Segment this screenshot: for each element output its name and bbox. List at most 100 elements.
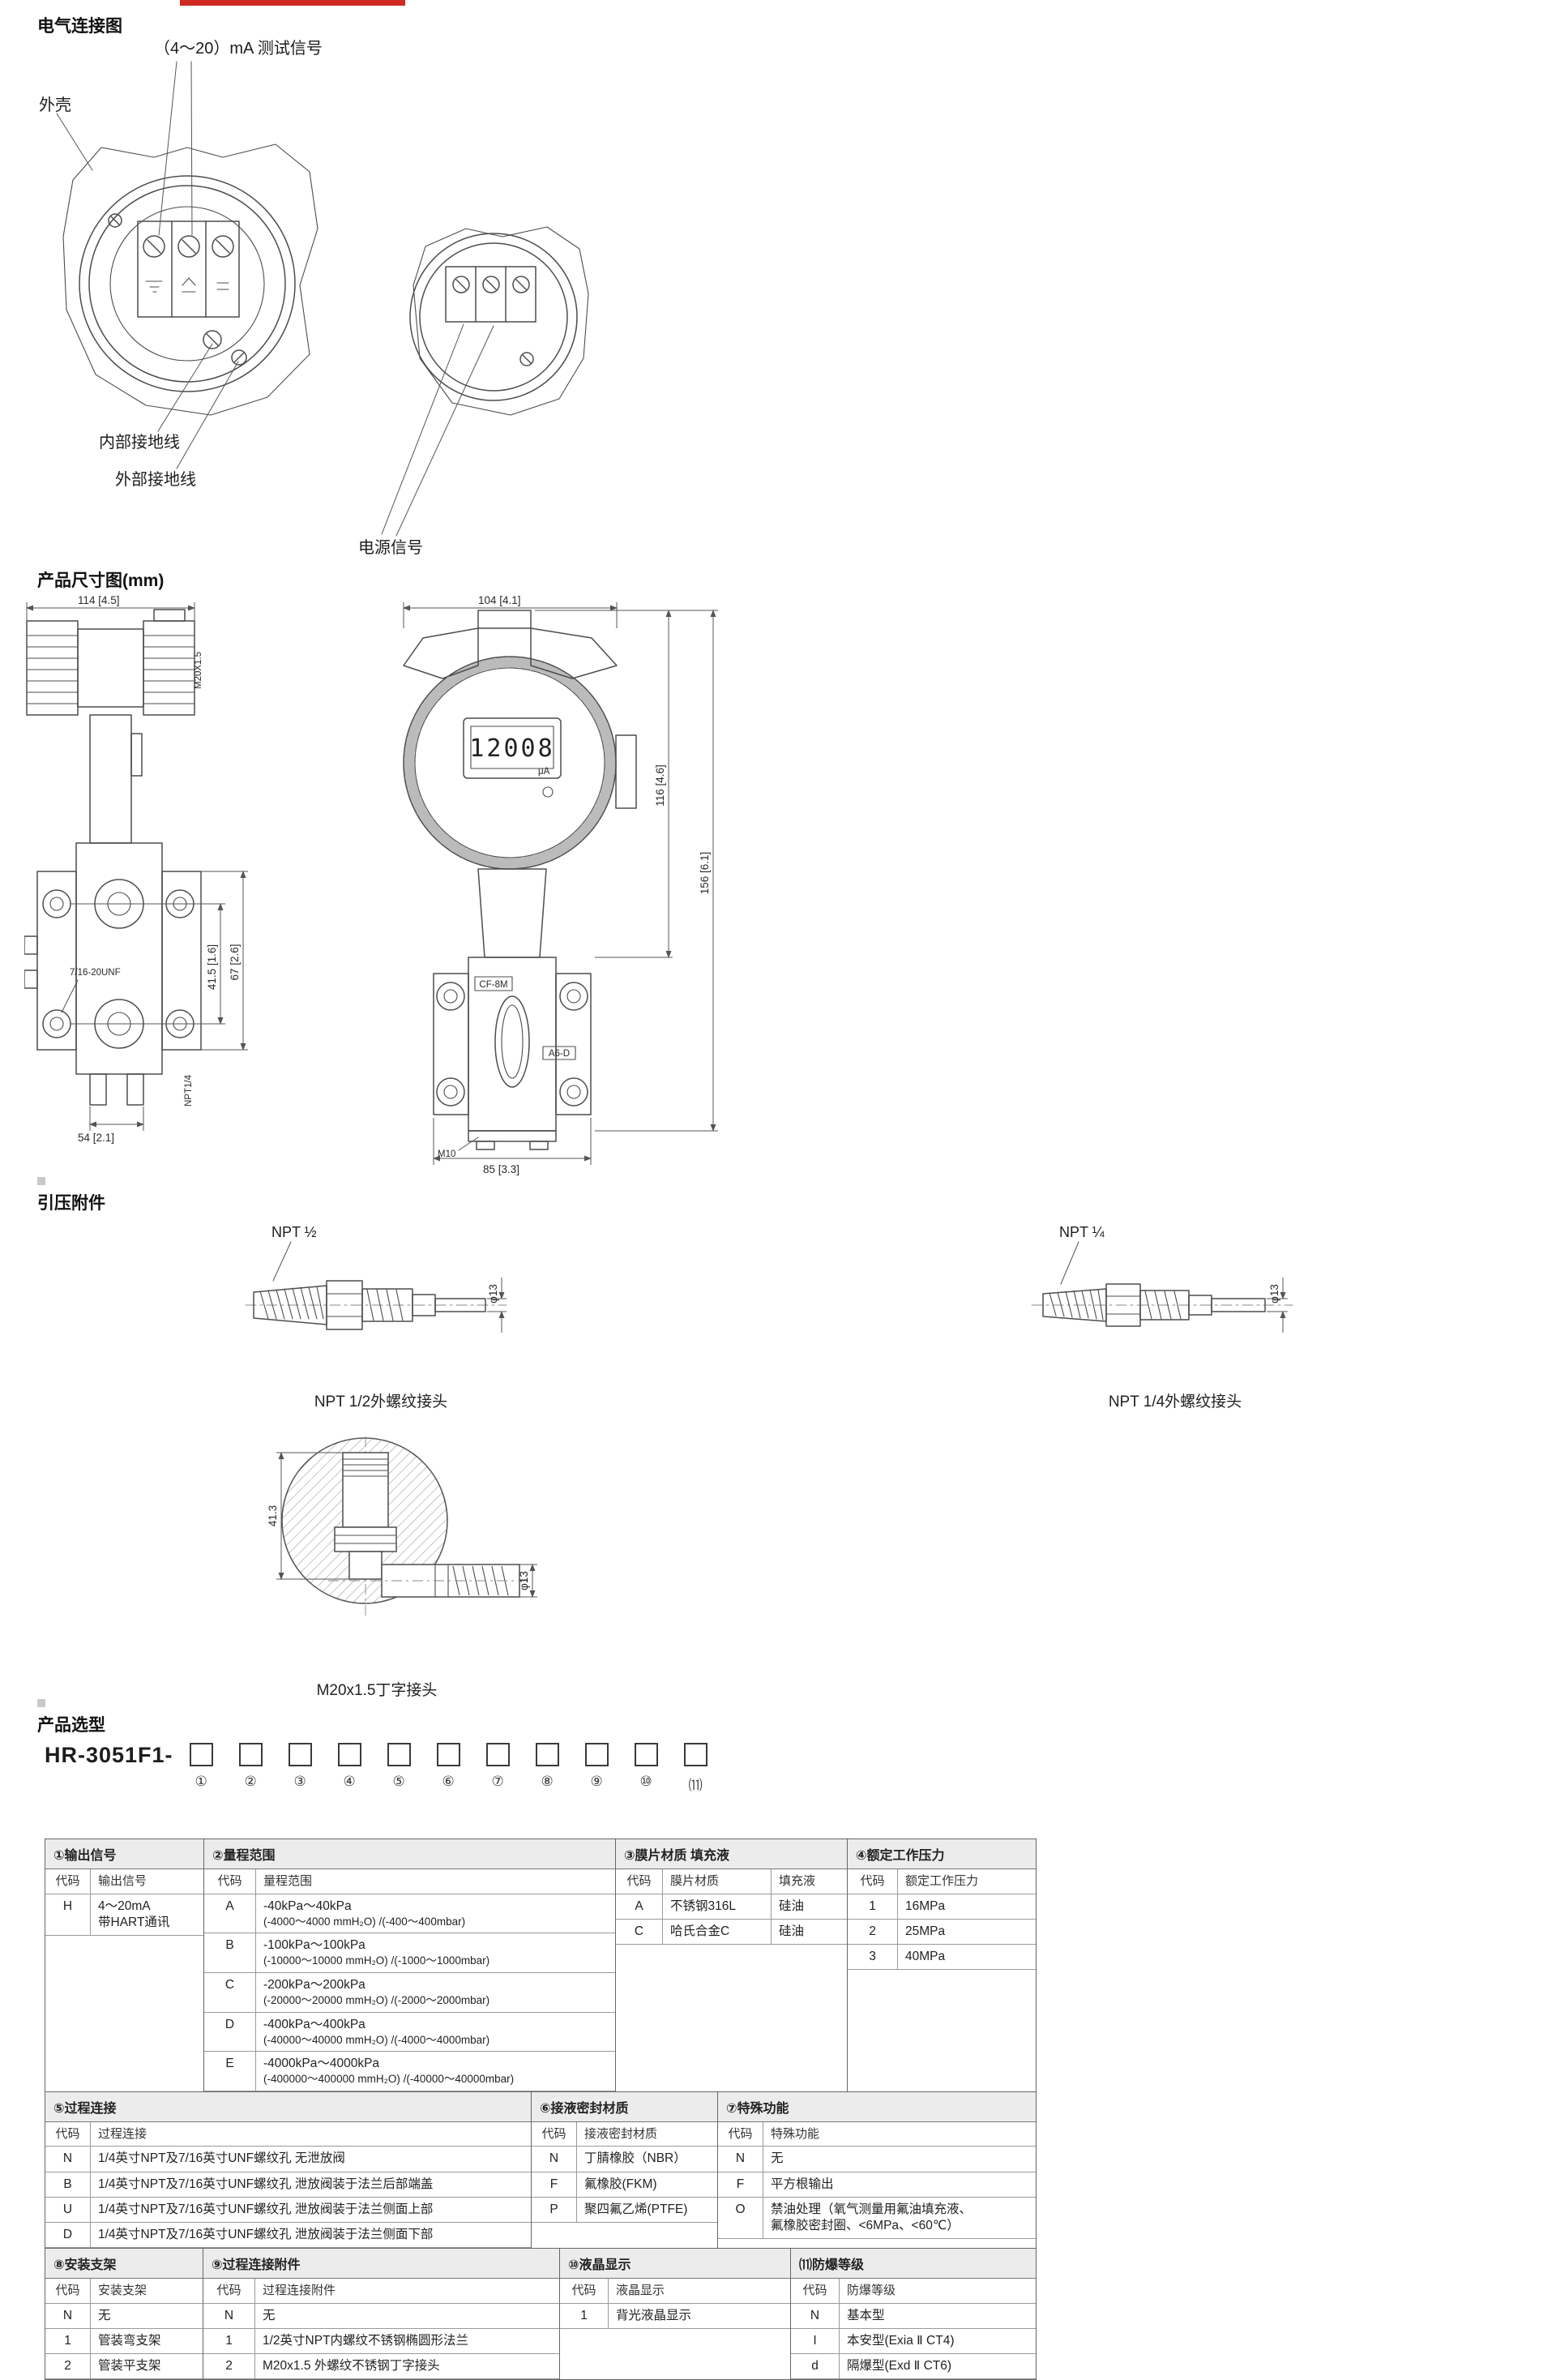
cut-off-banner-fragment (180, 0, 405, 6)
header-cell: 安装支架 (91, 2279, 203, 2304)
label-test-signal: （4～20）mA 测试信号 (154, 39, 323, 58)
npt12-adapter-drawing: NPT ½ φ13 (245, 1224, 507, 1333)
header-cell: 代码 (532, 2121, 577, 2147)
code-cell: d (791, 2353, 840, 2379)
value-cell: -200kPa～200kPa(-20000～20000 mmH₂O) /(-20… (256, 1973, 615, 2013)
model-position-box (387, 1743, 411, 1766)
value-cell: 1/4英寸NPT及7/16英寸UNF螺纹孔 无泄放阀 (91, 2147, 531, 2172)
front-view-dimensions (26, 602, 248, 1131)
dim-front-h2: 67 [2.6] (229, 944, 241, 980)
code-cell: A (204, 1894, 256, 1934)
header-cell: 代码 (203, 2279, 255, 2304)
header-cell: 代码 (848, 1869, 898, 1894)
value-cell: 1/2英寸NPT内螺纹不锈钢椭圆形法兰 (255, 2329, 559, 2354)
header-cell: 代码 (204, 1869, 256, 1894)
table-section-seal-material: ⑥接液密封材质 代码 接液密封材质 N 丁腈橡胶（NBR） F 氟橡胶(FKM)… (532, 2091, 718, 2248)
label-front-npt: NPT1/4 (184, 1074, 194, 1107)
side-view-linework (403, 610, 637, 1151)
label-npt12: NPT ½ (271, 1224, 317, 1240)
header-cell: 代码 (616, 1869, 663, 1894)
caption-npt12: NPT 1/2外螺纹接头 (314, 1393, 448, 1410)
section-title: ⑥接液密封材质 (532, 2091, 717, 2122)
model-position-8: ⑧ (523, 1743, 572, 1790)
section-title: ④额定工作压力 (848, 1839, 1036, 1869)
section-title-selection: 产品选型 (37, 1716, 105, 1735)
value-cell: 平方根输出 (763, 2172, 1036, 2198)
model-position-number: ② (244, 1774, 257, 1789)
m20-tee-drawing: 41.3 φ13 (267, 1436, 537, 1616)
section-title: ⑾防爆等级 (791, 2249, 1036, 2279)
model-position-4: ④ (325, 1743, 374, 1790)
header-cell: 额定工作压力 (898, 1869, 1036, 1894)
value-cell: 禁油处理（氧气测量用氟油填充液、氟橡胶密封圈、<6MPa、<60℃） (763, 2198, 1036, 2239)
value-cell: 聚四氟乙烯(PTFE) (577, 2198, 717, 2223)
code-cell: I (791, 2328, 840, 2354)
header-cell: 接液密封材质 (577, 2122, 717, 2147)
tag-cf8m: CF-8M (479, 980, 507, 990)
list-marker (37, 1699, 45, 1707)
model-position-box (238, 1743, 263, 1766)
code-cell: C (616, 1919, 663, 1945)
dim-side-h1: 116 [4.6] (654, 764, 666, 807)
code-cell: B (45, 2172, 91, 2198)
dim-npt12-dia: φ13 (487, 1284, 499, 1303)
npt14-adapter-drawing: NPT ¼ φ13 (1031, 1224, 1293, 1333)
code-cell: 2 (848, 1919, 898, 1945)
caption-m20: M20x1.5丁字接头 (316, 1682, 438, 1699)
header-cell: 防爆等级 (840, 2279, 1036, 2304)
model-position-box (436, 1743, 460, 1766)
section-title: ②量程范围 (204, 1839, 615, 1869)
dim-m20-dia: φ13 (518, 1571, 530, 1590)
header-cell: 代码 (718, 2121, 763, 2147)
header-cell: 代码 (791, 2279, 840, 2304)
table-section-special-function: ⑦特殊功能 代码 特殊功能 N 无 F 平方根输出 O 禁油处理（氧气测量用氟油… (718, 2091, 1036, 2248)
npt12-linework (245, 1241, 507, 1330)
value-cell: -4000kPa～4000kPa(-400000～400000 mmH₂O) /… (256, 2052, 615, 2091)
value-cell: 25MPa (898, 1920, 1036, 1945)
value-cell: 氟橡胶(FKM) (577, 2172, 717, 2198)
value-cell: 无 (763, 2147, 1036, 2172)
model-position-number: ⑥ (442, 1774, 455, 1789)
table-band-3: ⑧安装支架 代码 安装支架 N 无 1 管装弯支架 2 管装平支架 ⑨过程连接附… (45, 2248, 1036, 2379)
code-cell: 1 (203, 2328, 255, 2354)
npt12-dimensions (487, 1278, 507, 1333)
code-cell: 1 (45, 2328, 91, 2354)
model-position-box (634, 1743, 658, 1766)
model-position-10: ⑩ (622, 1743, 671, 1790)
value-cell: 无 (91, 2304, 203, 2329)
model-position-number: ① (194, 1774, 207, 1789)
front-view-linework (24, 609, 202, 1106)
model-position-number: ⑦ (491, 1774, 504, 1789)
dim-front-h1: 41.5 [1.6] (206, 944, 218, 990)
code-cell: N (532, 2147, 577, 2172)
value-cell: 硅油 (772, 1920, 847, 1945)
model-position-number: ⑾ (688, 1778, 703, 1793)
code-cell: D (204, 2012, 256, 2053)
header-cell: 代码 (560, 2279, 609, 2304)
code-cell: 2 (45, 2353, 91, 2379)
label-bolt-thread: 7/16-20UNF (70, 968, 121, 978)
value-cell: 硅油 (772, 1894, 847, 1920)
side-view-dimensions (403, 602, 718, 1165)
value-cell: M20x1.5 外螺纹不锈钢丁字接头 (255, 2354, 559, 2379)
header-cell: 填充液 (772, 1869, 847, 1894)
header-cell: 过程连接 (91, 2122, 531, 2147)
model-position-box (189, 1743, 213, 1766)
table-section-connection-accessory: ⑨过程连接附件 代码 过程连接附件 N 无 1 1/2英寸NPT内螺纹不锈钢椭圆… (203, 2249, 560, 2379)
value-cell: 本安型(Exia Ⅱ CT4) (840, 2329, 1036, 2354)
code-cell: N (203, 2303, 255, 2329)
code-cell: C (204, 1972, 256, 2013)
model-position-box (535, 1743, 559, 1766)
dim-npt14-dia: φ13 (1268, 1284, 1280, 1303)
caption-npt14: NPT 1/4外螺纹接头 (1108, 1393, 1242, 1410)
label-conduit-thread: M20X1.5 (194, 652, 203, 689)
model-position-box (337, 1743, 361, 1766)
model-position-number: ④ (343, 1774, 356, 1789)
table-section-lcd: ⑩液晶显示 代码 液晶显示 1 背光液晶显示 (560, 2249, 791, 2379)
header-cell: 过程连接附件 (255, 2279, 559, 2304)
section-title: ⑤过程连接 (45, 2091, 531, 2122)
dim-side-h2: 156 [6.1] (699, 852, 711, 895)
